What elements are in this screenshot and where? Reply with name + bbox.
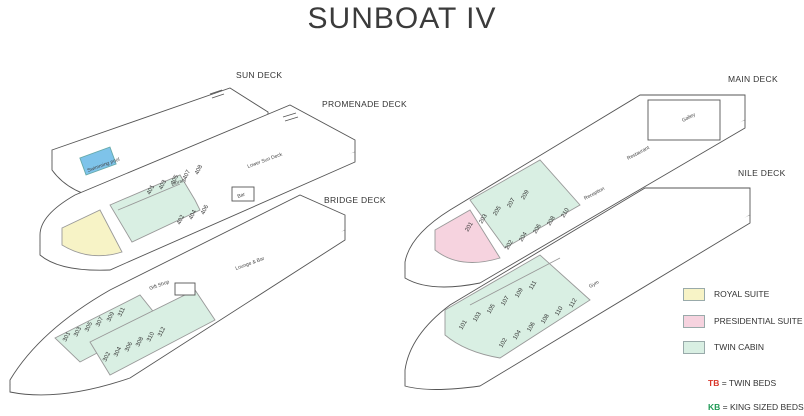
sun-deck-stair [209, 89, 223, 95]
cabin-108: 108 [541, 313, 552, 325]
cabin-104: 104 [513, 329, 524, 341]
cabin-405: 405 [170, 174, 180, 186]
cabin-408: 408 [194, 164, 204, 176]
presidential-suite-area [434, 209, 501, 263]
cabin-110: 110 [555, 305, 565, 317]
twin-beds-legend: TB = TWIN BEDS [708, 378, 776, 388]
cabin-407: 407 [182, 169, 192, 181]
promenade-deck-label: PROMENADE DECK [322, 99, 407, 109]
bar-label: Bar [237, 191, 247, 199]
bar-room [231, 186, 255, 202]
cabin-302: 302 [102, 351, 112, 363]
twin-cabin-swatch [683, 341, 705, 354]
promenade-twin-cabins [109, 174, 201, 243]
royal-suite-area [61, 209, 123, 257]
cabin-202: 202 [505, 239, 516, 251]
cabin-112: 112 [569, 297, 579, 309]
cabin-303: 303 [73, 326, 83, 338]
cabin-311: 311 [117, 306, 127, 318]
page-title: SUNBOAT IV [307, 2, 497, 35]
king-beds-legend: KB = KING SIZED BEDS [708, 402, 804, 412]
cabin-208: 208 [547, 215, 558, 227]
nile-twin-cabins [444, 254, 591, 359]
cabin-204: 204 [519, 231, 530, 243]
cabin-207: 207 [507, 197, 518, 209]
cabin-102: 102 [499, 337, 510, 349]
swimming-pool [79, 146, 117, 176]
cabin-101: 101 [459, 319, 470, 331]
cabin-312: 312 [157, 326, 167, 338]
cabin-201: 201 [465, 221, 476, 233]
cabin-306: 306 [124, 341, 134, 353]
cabin-111: 111 [529, 280, 539, 291]
cabin-404: 404 [188, 209, 198, 221]
cabin-205: 205 [493, 205, 504, 217]
cabin-107: 107 [501, 295, 512, 307]
bridge-twin-cabins-stbd [89, 289, 216, 376]
cabin-206: 206 [533, 223, 544, 235]
promenade-stair-2 [284, 116, 299, 122]
king-beds-code: KB [708, 402, 721, 412]
bridge-deck-label: BRIDGE DECK [324, 195, 386, 205]
cabin-103: 103 [473, 311, 484, 323]
library-label: Library [171, 177, 188, 188]
main-deck-label: MAIN DECK [728, 74, 778, 84]
nile-corridor [469, 257, 561, 306]
presidential-suite-legend: PRESIDENTIAL SUITE [714, 316, 803, 326]
cabin-307: 307 [95, 316, 105, 328]
sun-deck-stair-2 [211, 93, 225, 99]
cabin-105: 105 [487, 303, 498, 315]
gym-label: Gym [588, 280, 600, 290]
royal-suite-legend: ROYAL SUITE [714, 289, 770, 299]
presidential-suite-swatch [683, 315, 705, 328]
cabin-308: 308 [135, 336, 145, 348]
cabin-305: 305 [84, 321, 94, 333]
main-twin-cabins [469, 159, 581, 249]
sun-deck-label: SUN DECK [236, 70, 283, 80]
cabin-209: 209 [521, 189, 532, 201]
twin-cabin-legend: TWIN CABIN [714, 342, 765, 352]
cabin-402: 402 [176, 214, 186, 226]
bridge-stairs [174, 282, 196, 296]
cabin-304: 304 [113, 346, 123, 358]
cabin-210: 210 [561, 207, 572, 219]
nile-deck-label: NILE DECK [738, 168, 786, 178]
king-beds-label: = KING SIZED BEDS [722, 402, 804, 412]
cabin-401: 401 [146, 184, 156, 196]
promenade-corridor [117, 183, 181, 211]
cabin-203: 203 [479, 213, 490, 225]
twin-beds-code: TB [708, 378, 720, 388]
royal-suite-swatch [683, 288, 705, 301]
twin-beds-label: = TWIN BEDS [721, 378, 777, 388]
cabin-309: 309 [106, 311, 116, 323]
cabin-310: 310 [146, 331, 156, 343]
cabin-403: 403 [158, 179, 168, 191]
promenade-stair [282, 112, 297, 118]
galley-room [647, 99, 721, 141]
cabin-109: 109 [515, 287, 526, 299]
cabin-406: 406 [200, 204, 210, 216]
cabin-106: 106 [527, 321, 538, 333]
cabin-301: 301 [62, 331, 72, 343]
